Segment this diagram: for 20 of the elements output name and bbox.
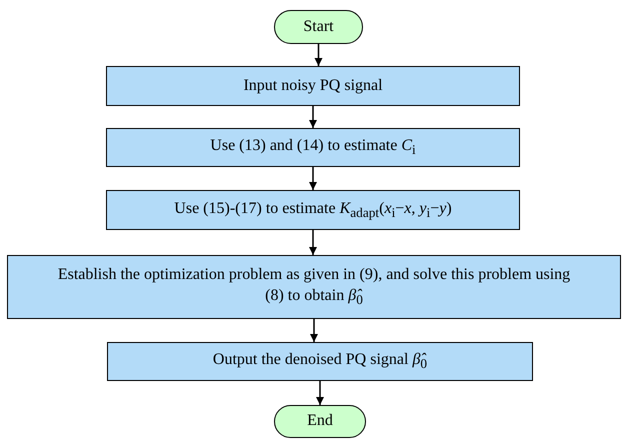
- process-box: [106, 66, 520, 106]
- arrow: [309, 230, 317, 255]
- arrow: [309, 106, 317, 128]
- step-text: Use (13) and (14) to estimate C$_{i}$: [209, 136, 417, 159]
- process-box: [106, 128, 520, 167]
- step-text: Start: [302, 16, 335, 37]
- terminal-pill: [274, 405, 366, 438]
- arrow: [310, 319, 318, 342]
- step-text: Output the denoised PQ signal β̂$_{0}$: [212, 350, 428, 373]
- terminal-pill: [274, 10, 363, 44]
- process-box: [107, 342, 533, 381]
- step-text: End: [306, 411, 334, 432]
- arrow: [309, 167, 317, 190]
- step-text: Input noisy PQ signal: [242, 76, 384, 96]
- process-box: [7, 255, 621, 319]
- arrow: [316, 381, 324, 405]
- process-box: [106, 190, 520, 230]
- arrow: [314, 44, 322, 66]
- step-text: Establish the optimization problem as given in (9), and solve this problem using (8) to obtain β̂$_{0}$: [56, 265, 572, 309]
- step-text: Use (15)-(17) to estimate K$_{adapt}$(x$_{i}$−x, y$_{i}$−y): [173, 198, 453, 222]
